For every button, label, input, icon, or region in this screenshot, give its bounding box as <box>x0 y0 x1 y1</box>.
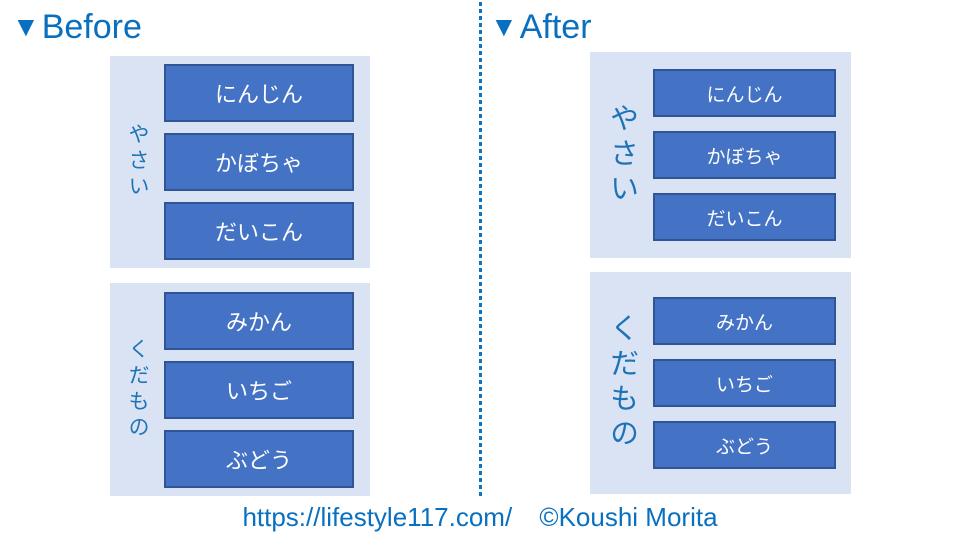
group-label: くだもの <box>605 313 638 453</box>
item-box: かぼちゃ <box>653 131 836 179</box>
group-label-column: やさい <box>590 52 653 258</box>
triangle-marker-icon: ▼ <box>490 11 518 43</box>
item-box: みかん <box>653 297 836 345</box>
group-label: やさい <box>126 123 149 201</box>
item-box: いちご <box>164 360 354 419</box>
item-box: だいこん <box>653 193 836 241</box>
item-box: にんじん <box>653 69 836 117</box>
item-box: ぶどう <box>653 421 836 469</box>
item-box: いちご <box>653 359 836 407</box>
group-items: にんじん かぼちゃ だいこん <box>164 56 370 268</box>
after-fruit-group: くだもの みかん いちご ぶどう <box>590 272 851 494</box>
group-label-column: くだもの <box>110 283 164 496</box>
group-label-column: やさい <box>110 56 164 268</box>
dashed-divider <box>479 2 482 497</box>
copyright-credit: ©Koushi Morita <box>539 502 718 532</box>
group-label-column: くだもの <box>590 272 653 494</box>
after-vegetable-group: やさい にんじん かぼちゃ だいこん <box>590 52 851 258</box>
footer: https://lifestyle117.com/ ©Koushi Morita <box>0 502 960 533</box>
item-box: にんじん <box>164 64 354 122</box>
group-items: みかん いちご ぶどう <box>653 272 851 494</box>
before-heading-label: Before <box>41 8 142 46</box>
after-heading: ▼ After <box>490 8 592 46</box>
group-items: みかん いちご ぶどう <box>164 283 370 496</box>
group-label: くだもの <box>126 337 149 442</box>
item-box: ぶどう <box>164 429 354 488</box>
site-url-text: https://lifestyle117.com/ <box>242 502 513 532</box>
before-heading: ▼ Before <box>12 8 142 46</box>
item-box: かぼちゃ <box>164 133 354 191</box>
triangle-marker-icon: ▼ <box>12 11 40 43</box>
group-items: にんじん かぼちゃ だいこん <box>653 52 851 258</box>
group-label: やさい <box>605 102 638 208</box>
before-vegetable-group: やさい にんじん かぼちゃ だいこん <box>110 56 370 268</box>
before-fruit-group: くだもの みかん いちご ぶどう <box>110 283 370 496</box>
item-box: みかん <box>164 291 354 350</box>
item-box: だいこん <box>164 202 354 260</box>
after-heading-label: After <box>519 8 592 46</box>
